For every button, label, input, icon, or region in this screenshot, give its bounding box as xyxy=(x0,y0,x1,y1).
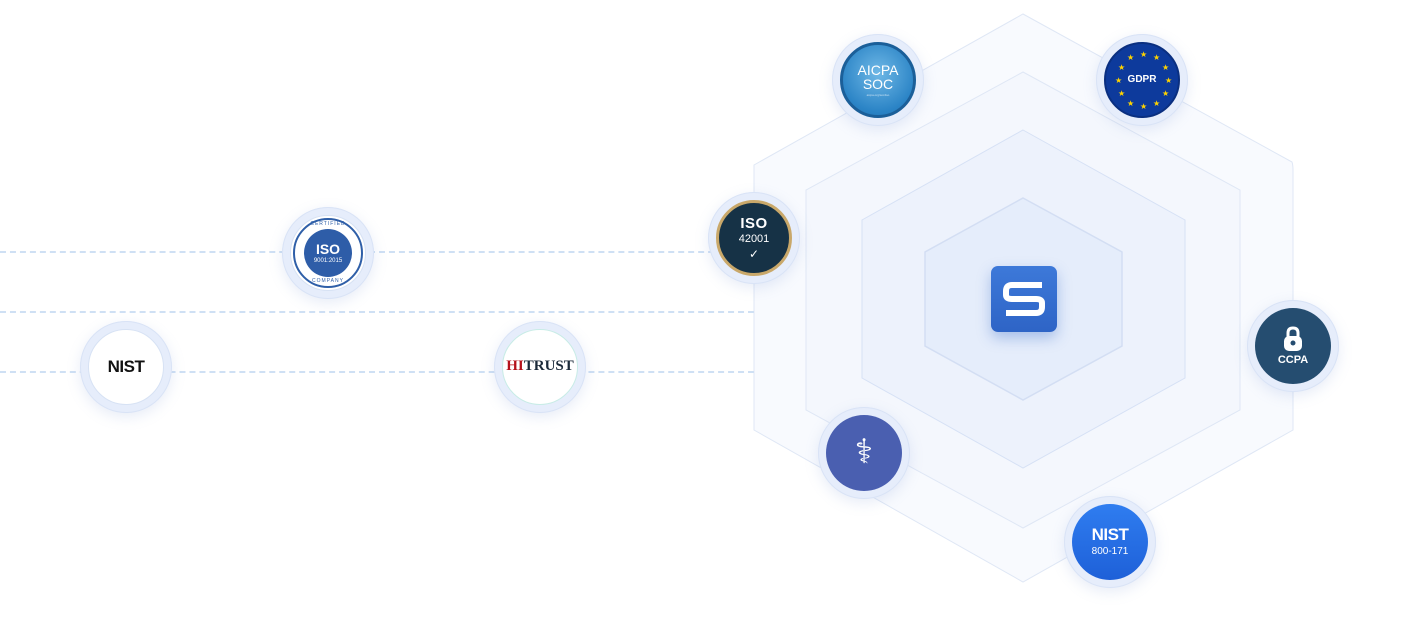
iso-9001-certified: CERTIFIED xyxy=(310,221,346,227)
nist-badge: NIST xyxy=(88,329,164,405)
nist-800-171-title: NIST xyxy=(1091,525,1129,545)
iso-42001-badge: ISO 42001 ✓ xyxy=(716,200,792,276)
ccpa-label: CCPA xyxy=(1277,353,1309,366)
iso-9001-globe: ISO 9001:2015 xyxy=(304,229,352,277)
gdpr-badge: ★ ★ ★ ★ ★ ★ ★ ★ ★ ★ ★ ★ GDPR xyxy=(1104,42,1180,118)
iso-42001-number: 42001 xyxy=(738,233,770,246)
hitrust-rest: TRUST xyxy=(523,358,574,375)
iso-9001-badge: CERTIFIED ISO 9001:2015 COMPANY xyxy=(290,215,366,291)
ccpa-badge: CCPA xyxy=(1255,308,1331,384)
gdpr-label: GDPR xyxy=(1127,73,1157,85)
iso-9001-title: ISO xyxy=(315,241,341,257)
iso-9001-node: CERTIFIED ISO 9001:2015 COMPANY xyxy=(282,207,374,299)
s-logo-icon xyxy=(1003,282,1045,316)
lock-icon xyxy=(1284,326,1302,351)
iso-9001-ring: CERTIFIED ISO 9001:2015 COMPANY xyxy=(293,218,363,288)
hitrust-node: HITRUST xyxy=(494,321,586,413)
nist-label: NIST xyxy=(107,357,145,377)
iso-42001-title: ISO xyxy=(740,214,768,232)
checkmark-icon: ✓ xyxy=(748,246,760,261)
nist-800-171-number: 800-171 xyxy=(1091,546,1129,558)
iso-9001-number: 9001:2015 xyxy=(313,257,343,264)
nist-node: NIST xyxy=(80,321,172,413)
hipaa-badge: ⚕ xyxy=(826,415,902,491)
caduceus-icon: ⚕ xyxy=(854,433,874,472)
ccpa-node: CCPA xyxy=(1247,300,1339,392)
connector-line-bottom xyxy=(0,371,754,373)
iso-42001-node: ISO 42001 ✓ xyxy=(708,192,800,284)
hitrust-badge: HITRUST xyxy=(502,329,578,405)
s-logo xyxy=(991,266,1057,332)
aicpa-soc-node: AICPA SOC aicpa.org/soc4so xyxy=(832,34,924,126)
hitrust-label: HITRUST xyxy=(506,358,574,375)
nist-800-171-node: NIST 800-171 xyxy=(1064,496,1156,588)
eu-stars-icon: ★ ★ ★ ★ ★ ★ ★ ★ ★ ★ ★ ★ xyxy=(1115,50,1173,111)
hipaa-node: ⚕ xyxy=(818,407,910,499)
iso-9001-company: COMPANY xyxy=(312,277,344,284)
aicpa-small-label: aicpa.org/soc4so xyxy=(866,93,890,98)
aicpa-label: AICPA xyxy=(857,61,899,78)
connector-line-middle xyxy=(0,311,754,313)
hitrust-prefix: HI xyxy=(506,358,524,375)
aicpa-soc-badge: AICPA SOC aicpa.org/soc4so xyxy=(840,42,916,118)
gdpr-node: ★ ★ ★ ★ ★ ★ ★ ★ ★ ★ ★ ★ GDPR xyxy=(1096,34,1188,126)
nist-800-171-badge: NIST 800-171 xyxy=(1072,504,1148,580)
soc-label: SOC xyxy=(862,76,894,93)
connector-line-top xyxy=(0,251,754,253)
